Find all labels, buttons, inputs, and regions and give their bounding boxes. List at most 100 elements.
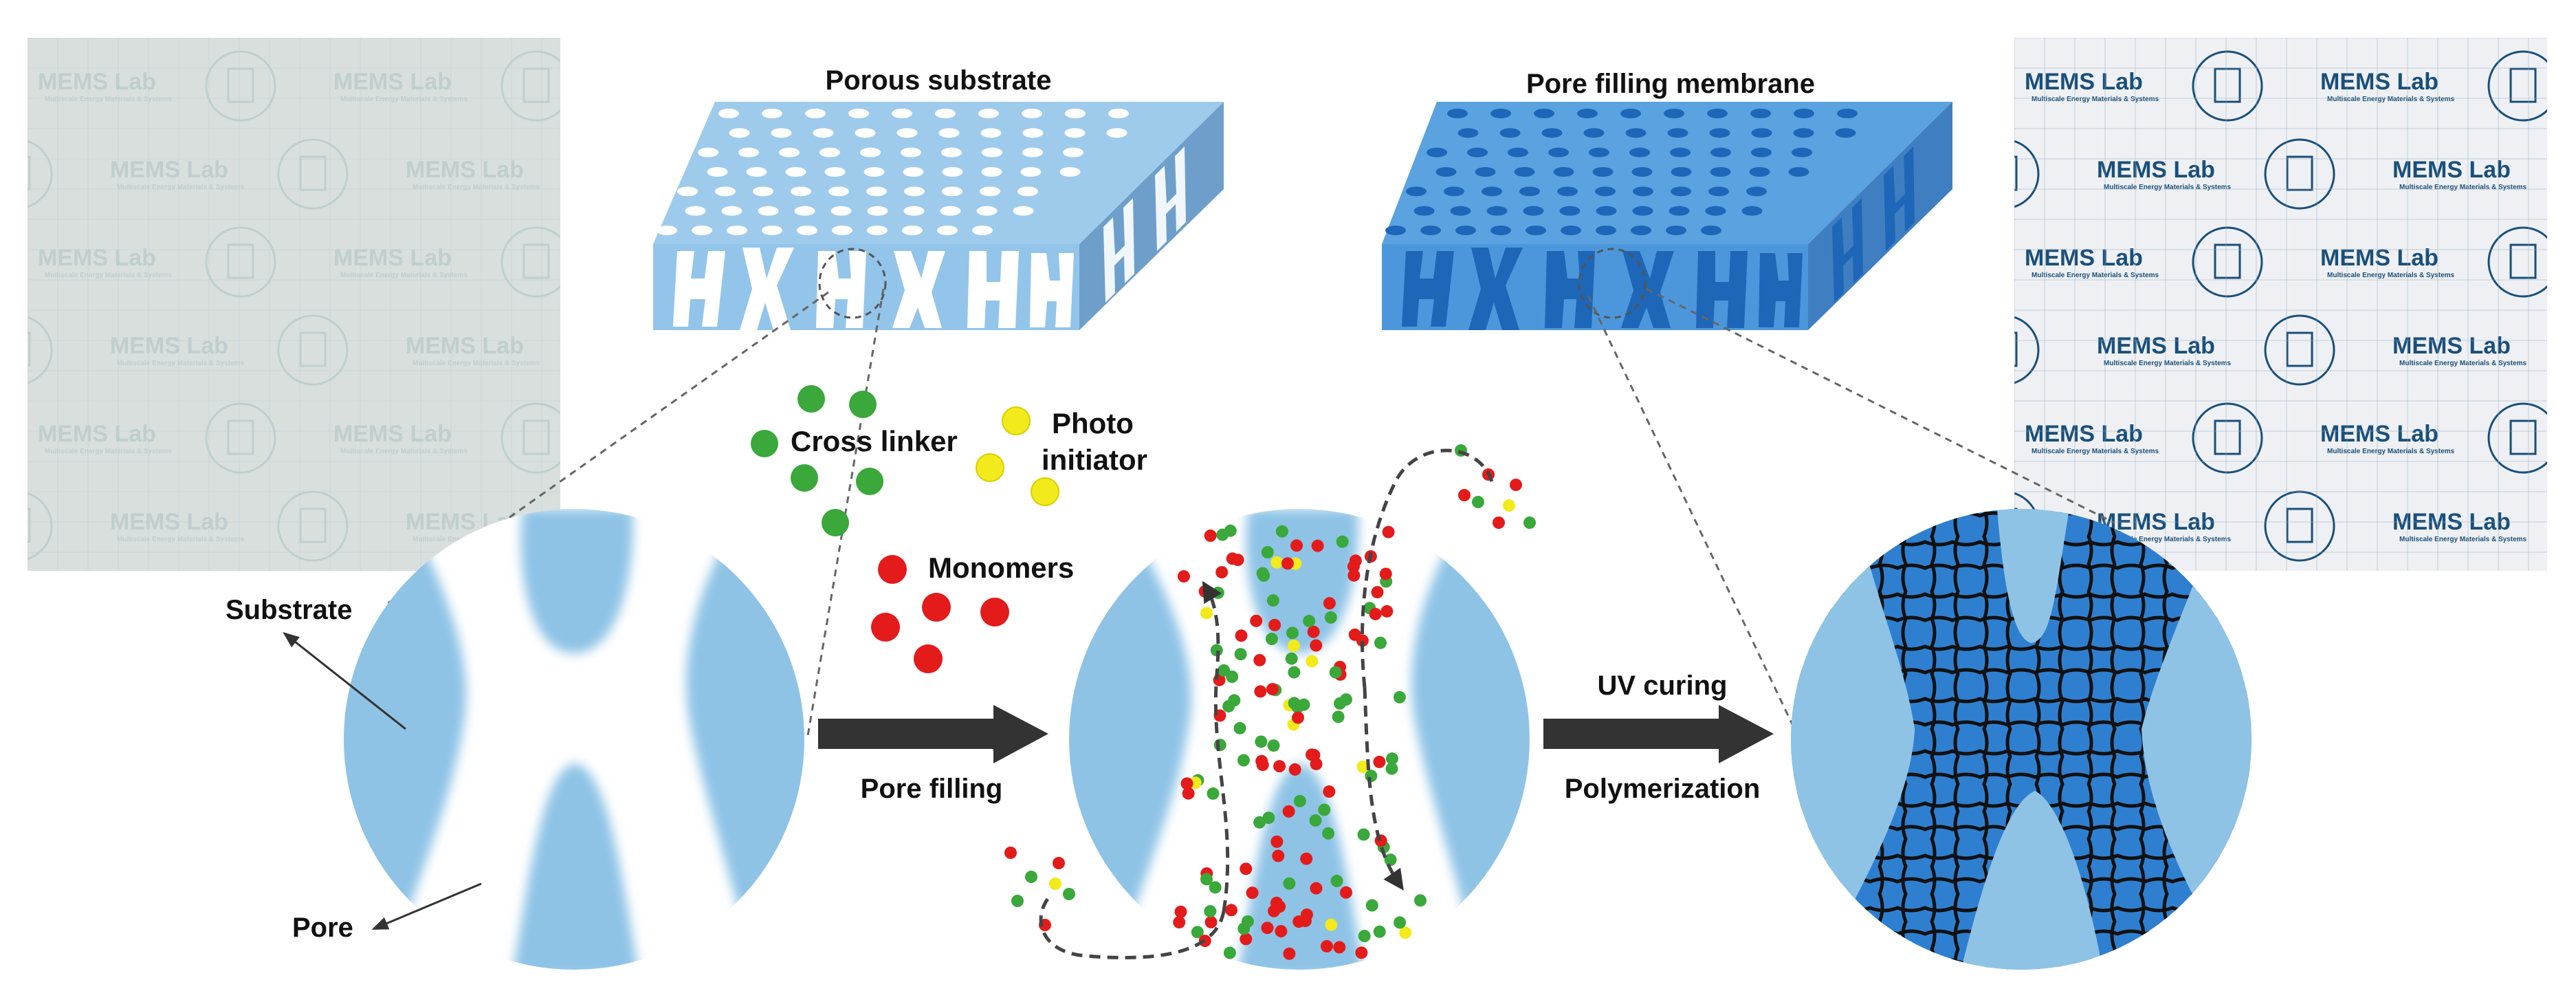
reagent-dot: [1323, 785, 1336, 798]
reagent-dot: [1318, 803, 1331, 816]
surface-pore: [819, 147, 840, 157]
filled-surface-pore: [1625, 128, 1647, 138]
surface-pore: [791, 186, 811, 197]
reagent-dot: [1173, 916, 1186, 929]
substrate-region: [1959, 791, 2104, 970]
reagent-dot: [1332, 710, 1345, 723]
filled-surface-pore: [1741, 206, 1763, 216]
watermark-subtitle-text: Multiscale Energy Materials & Systems: [117, 184, 245, 191]
reagent-dot: [1291, 711, 1304, 724]
substrate-cross-section: [344, 509, 804, 970]
photo-initiator-label-line2: initiator: [1042, 444, 1147, 476]
reagent-dot: [1253, 653, 1266, 666]
reagent-dot: [1228, 694, 1241, 707]
seal-emblem-icon: [2286, 331, 2313, 367]
reagent-dot: [1336, 535, 1349, 548]
watermark-logo-text: MEMS Lab: [333, 421, 452, 447]
surface-pore: [738, 147, 759, 157]
watermark-logo-text: MEMS Lab: [2320, 245, 2439, 271]
seal-emblem-icon: [2286, 155, 2313, 191]
filled-surface-pore: [1835, 128, 1856, 138]
reagent-dot: [1270, 556, 1284, 569]
surface-pore: [746, 167, 767, 177]
filled-surface-pore: [1629, 147, 1650, 157]
surface-pore: [892, 109, 912, 118]
surface-pore: [692, 226, 712, 235]
surface-pore: [830, 206, 852, 216]
reagent-dot: [1215, 566, 1229, 579]
seal-emblem-icon: [227, 420, 254, 455]
surface-pore: [867, 226, 888, 235]
filled-surface-pore: [1499, 128, 1521, 138]
reagent-dot: [1261, 922, 1274, 935]
seal-icon: [2192, 226, 2263, 298]
seal-icon: [277, 490, 349, 562]
watermark-logo-text: MEMS Lab: [38, 69, 156, 95]
watermark-subtitle-text: Multiscale Energy Materials & Systems: [2104, 360, 2232, 367]
filled-surface-pore: [1666, 226, 1686, 235]
reagent-dot: [1290, 539, 1303, 552]
reagent-dot: [1253, 816, 1266, 829]
filled-surface-pore: [1701, 226, 1721, 235]
reagent-dot: [1355, 946, 1368, 959]
reagent-dot: [1385, 762, 1398, 775]
surface-pore: [863, 167, 885, 177]
surface-pore: [813, 128, 834, 138]
polymer-chain: [1930, 509, 1937, 970]
reagent-dot: [1182, 787, 1195, 800]
reagent-dot: [1262, 812, 1275, 825]
seal-icon: [27, 140, 53, 208]
polymer-chain: [2139, 509, 2146, 970]
filled-surface-pore: [1632, 206, 1653, 216]
filled-surface-pore: [1707, 109, 1728, 118]
reagent-dot: [1393, 690, 1406, 704]
seal-icon: [500, 50, 560, 122]
surface-pore: [762, 109, 782, 118]
filled-surface-pore: [1435, 167, 1457, 177]
surface-pore: [797, 226, 817, 235]
seal-icon: [277, 138, 349, 210]
filled-surface-pore: [1792, 147, 1812, 157]
watermark-logo-text: MEMS Lab: [406, 157, 524, 183]
filled-surface-pore: [1710, 147, 1731, 157]
watermark-subtitle-text: Multiscale Energy Materials & Systems: [2399, 360, 2527, 367]
reagent-dot: [1283, 877, 1296, 890]
watermark-subtitle-text: Multiscale Energy Materials & Systems: [45, 96, 173, 103]
pore-pointer: [371, 882, 482, 930]
watermark-logo-text: MEMS Lab: [2320, 421, 2439, 447]
watermark-subtitle-text: Multiscale Energy Materials & Systems: [412, 360, 540, 367]
reagent-dot: [1272, 849, 1285, 862]
reagent-dot: [1330, 875, 1343, 888]
surface-pore: [901, 147, 921, 157]
surface-pore: [698, 147, 718, 157]
surface-pore: [762, 226, 782, 235]
filled-surface-pore: [1420, 226, 1441, 235]
filled-surface-pore: [1596, 206, 1617, 216]
filled-surface-pore: [1750, 109, 1771, 118]
reagent-dot: [1288, 666, 1301, 679]
filled-surface-pore: [1561, 226, 1581, 235]
filled-surface-pore: [1746, 186, 1767, 197]
reagent-dot: [1063, 888, 1075, 900]
reagent-dot: [1347, 560, 1360, 573]
surface-pore: [904, 186, 925, 197]
surface-pore: [902, 226, 923, 235]
reagent-dot: [1200, 607, 1213, 620]
surface-pore: [903, 206, 925, 216]
watermark-logo-text: MEMS Lab: [38, 245, 156, 271]
filled-surface-pore: [1490, 226, 1511, 235]
filled-surface-pore: [1671, 186, 1691, 197]
reagent-dot: [1180, 777, 1193, 790]
pore-filling-membrane-title: Pore filling membrane: [1526, 69, 1815, 99]
reagent-dot: [1200, 873, 1213, 886]
surface-pore: [1022, 128, 1044, 138]
filled-surface-pore: [1708, 186, 1729, 197]
reagent-dot: [1241, 915, 1254, 928]
surface-pore: [1063, 147, 1083, 157]
reagent-dot: [1246, 886, 1259, 900]
surface-pore: [771, 128, 792, 138]
surface-pore: [1106, 128, 1127, 138]
pore-filling-label: Pore filling: [861, 774, 1003, 804]
reagent-dot: [1394, 916, 1407, 929]
